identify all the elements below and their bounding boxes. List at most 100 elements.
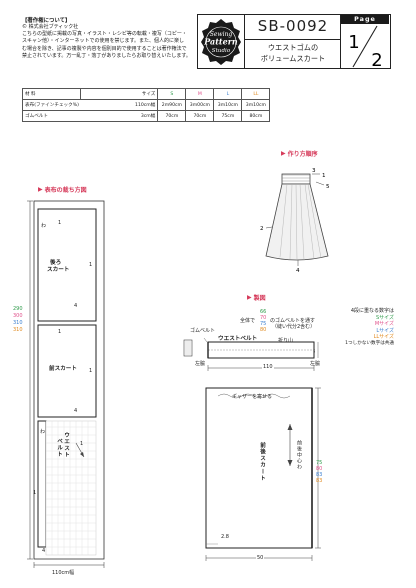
waist-belt-piece-label: ウエストベルト <box>218 336 258 342</box>
table-row: ゴムベルト 3cm幅 70cm 70cm 75cm 80cm <box>21 110 271 122</box>
belt-note-2: のゴムベルトを通す <box>270 318 316 324</box>
skirt-length-s: 75 <box>316 460 323 466</box>
cut-height-ll: 310 <box>13 327 23 333</box>
page-fraction: 1 2 <box>348 25 383 69</box>
pattern-title-line2: ボリュームスカート <box>260 54 326 63</box>
copyright-line: こちらの型紙に掲載の写真・イラスト・レシピ等の転載・複写（コピー・ <box>22 31 187 38</box>
legend-note2: 1つしかない数字は共通 <box>345 340 394 346</box>
side-left-label: 左脇 <box>195 361 206 367</box>
how-to-make-label: 作り方順序 <box>287 151 318 158</box>
cut-height-s: 290 <box>13 306 23 312</box>
logo-line2: Pattern <box>203 36 238 46</box>
row-value: 75cm <box>213 110 243 122</box>
fold-mark: わ <box>41 223 47 229</box>
skirt-length-m: 80 <box>316 466 323 472</box>
step-1: 1 <box>322 173 326 179</box>
legend-note: 4段に重なる数字は <box>350 308 394 314</box>
brand-logo: Sewing Pattern Studio <box>197 14 245 69</box>
piece-number: 1 <box>33 490 37 496</box>
row-value: 3m10cm <box>241 99 271 111</box>
piece-number: 4 <box>74 408 78 414</box>
divider <box>245 39 341 40</box>
copyright-line: スキャン他）・インターネットでの使用を禁じます。また、個人的に楽し <box>22 38 185 45</box>
cutting-diagram <box>27 200 105 568</box>
piece-number: 1 <box>89 262 93 268</box>
fabric-width: 110cm幅 <box>50 570 77 577</box>
fold-line-label: 折り山 <box>278 338 294 344</box>
cutting-layout-title: ▶ 表布の裁ち方図 <box>38 185 87 194</box>
belt-num-l: 75 <box>260 321 267 327</box>
back-skirt-label-2: スカート <box>47 267 70 273</box>
back-skirt-label-1: 後ろ <box>50 260 62 266</box>
row-value: 2m90cm <box>157 99 187 111</box>
front-skirt-label: 前スカート <box>49 366 77 372</box>
row-value: 70cm <box>157 110 187 122</box>
copyright-line: 禁止されています。万一乱丁・落丁がありましたらお取り替えいたします。 <box>22 52 191 59</box>
row-value: 80cm <box>241 110 271 122</box>
page-total: 2 <box>371 50 382 69</box>
header-material: 材 料 <box>21 88 82 100</box>
gom-belt-label: ゴムベルト <box>190 328 216 334</box>
copyright-notice: 【著作権について】 © 株式会社ブティック社 こちらの型紙に掲載の写真・イラスト… <box>22 16 197 60</box>
row-material-width: 110cm幅 <box>80 99 159 111</box>
row-value: 3m10cm <box>213 99 243 111</box>
row-material-name: 表布(ファインチェック%) <box>21 99 81 111</box>
header-size-ll: LL <box>241 88 271 100</box>
skirt-width: 50 <box>256 555 265 562</box>
skirt-panel-label: 前後スカート <box>259 442 265 482</box>
pattern-code-box: SB-0092 ウエストゴムの ボリュームスカート <box>245 14 341 69</box>
cut-height-l: 310 <box>13 320 23 326</box>
row-material-name: ゴムベルト <box>21 110 81 122</box>
header-size-l: L <box>213 88 243 100</box>
legend-l: Lサイズ <box>376 327 394 334</box>
piece-number: 4 <box>74 303 78 309</box>
skirt-length-l: 83 <box>316 472 323 478</box>
table-row: 表布(ファインチェック%) 110cm幅 2m90cm 3m00cm 3m10c… <box>21 99 271 111</box>
step-5: 5 <box>326 184 330 190</box>
row-value: 70cm <box>185 110 215 122</box>
page-label: Page <box>341 15 389 24</box>
header-size: サイズ <box>80 88 159 100</box>
header-size-m: M <box>185 88 215 100</box>
bullet-icon: ▶ <box>38 186 43 193</box>
gather-label: ギャザーを寄せる <box>232 394 273 400</box>
material-size-table: 材 料 サイズ S M L LL 表布(ファインチェック%) 110cm幅 2m… <box>21 88 271 122</box>
belt-num-ll: 80 <box>260 327 267 333</box>
belt-note-3: （縫い代分2含む） <box>272 324 316 330</box>
belt-num-s: 66 <box>260 309 267 315</box>
how-to-make-title: ▶ 作り方順序 <box>281 149 318 158</box>
logo-line1: Sewing <box>210 31 233 38</box>
cut-height-m: 300 <box>13 313 23 319</box>
size-legend: 4段に重なる数字は Sサイズ Mサイズ Lサイズ LLサイズ 1つしかない数字は… <box>324 308 394 348</box>
badge-icon: Sewing Pattern Studio <box>201 18 241 65</box>
step-4: 4 <box>296 268 300 274</box>
skirt-panel-drawing <box>205 387 321 561</box>
pattern-drawing-title: ▶ 製図 <box>247 293 266 302</box>
row-material-width: 3cm幅 <box>80 110 159 122</box>
step-3: 3 <box>312 168 316 174</box>
copyright-line: © 株式会社ブティック社 <box>22 24 79 30</box>
fold-mark: わ <box>40 429 46 435</box>
piece-number: 1 <box>58 329 62 335</box>
piece-number: 1 <box>89 368 93 374</box>
waist-belt-label-2: ベルト <box>56 438 62 458</box>
pattern-title-line1: ウエストゴムの <box>267 43 319 52</box>
belt-length: 110 <box>262 364 274 371</box>
row-value: 3m00cm <box>185 99 215 111</box>
piece-number: 4 <box>42 548 46 554</box>
page-indicator: Page 1 2 <box>341 14 391 69</box>
piece-number: 1 <box>58 220 62 226</box>
skirt-illustration: 1 5 3 2 4 <box>260 168 330 274</box>
logo-line3: Studio <box>212 48 231 54</box>
side-right-label: 左脇 <box>310 361 321 367</box>
header-size-s: S <box>157 88 187 100</box>
piece-number: 1 <box>80 441 84 447</box>
page-current: 1 <box>348 32 359 53</box>
step-2: 2 <box>260 226 264 232</box>
bullet-icon: ▶ <box>247 294 252 301</box>
copyright-title: 【著作権について】 <box>22 18 71 24</box>
skirt-length-ll: 83 <box>316 478 323 484</box>
table-header-row: 材 料 サイズ S M L LL <box>21 88 271 100</box>
copyright-line: む場合を除き、記事の複製や内容を個別目的で使用することは著作権法で <box>22 45 187 52</box>
check-grid <box>46 421 96 555</box>
